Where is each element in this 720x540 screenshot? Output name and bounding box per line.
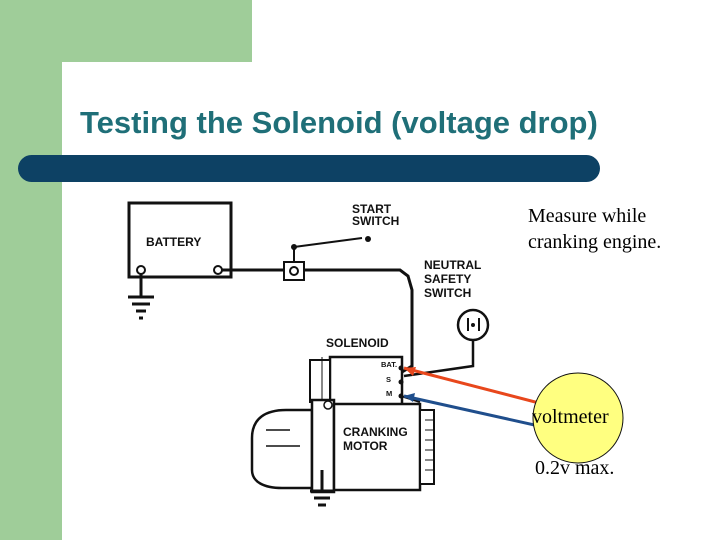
negative-lead-arrowhead [404,393,415,402]
instruction-note: Measure while cranking engine. [528,203,713,255]
positive-lead-arrowhead [404,367,416,376]
terminal-bat-label: BAT. [381,360,397,369]
title-underline-bar [18,155,600,182]
solenoid: SOLENOID BAT. S M [309,336,404,407]
terminal-s-label: S [386,375,391,384]
neutral-label-line2: SAFETY [424,272,471,286]
voltmeter-circle [532,372,624,464]
reading-label: 0.2v max. [535,457,614,479]
terminal-bat [398,365,404,371]
neutral-safety-switch: NEUTRAL SAFETY SWITCH [403,258,490,378]
note-line-1: Measure while [528,205,647,227]
neutral-label-line1: NEUTRAL [424,258,481,272]
switch-to-solenoid-wire [304,268,414,374]
start-switch-label-line1: START [352,202,392,216]
green-left-band [0,0,62,540]
terminal-m-label: M [386,389,392,398]
motor-label-line1: CRANKING [343,425,408,439]
battery-label: BATTERY [146,235,201,249]
start-switch: START SWITCH [283,202,399,281]
battery-negative-terminal [136,265,146,275]
battery-ground-symbol [128,274,154,320]
start-switch-label-line2: SWITCH [352,214,399,228]
battery: BATTERY [127,201,233,279]
motor-label-line2: MOTOR [343,439,388,453]
voltmeter-label: voltmeter [532,406,609,428]
terminal-s [398,379,404,385]
slide-title: Testing the Solenoid (voltage drop) [80,105,598,140]
note-line-2: cranking engine. [528,231,662,253]
battery-positive-terminal [213,265,223,275]
solenoid-label: SOLENOID [326,336,389,350]
cranking-motor: CRANKING MOTOR [250,395,435,494]
neutral-label-line3: SWITCH [424,286,471,300]
motor-ground-symbol [310,470,334,507]
